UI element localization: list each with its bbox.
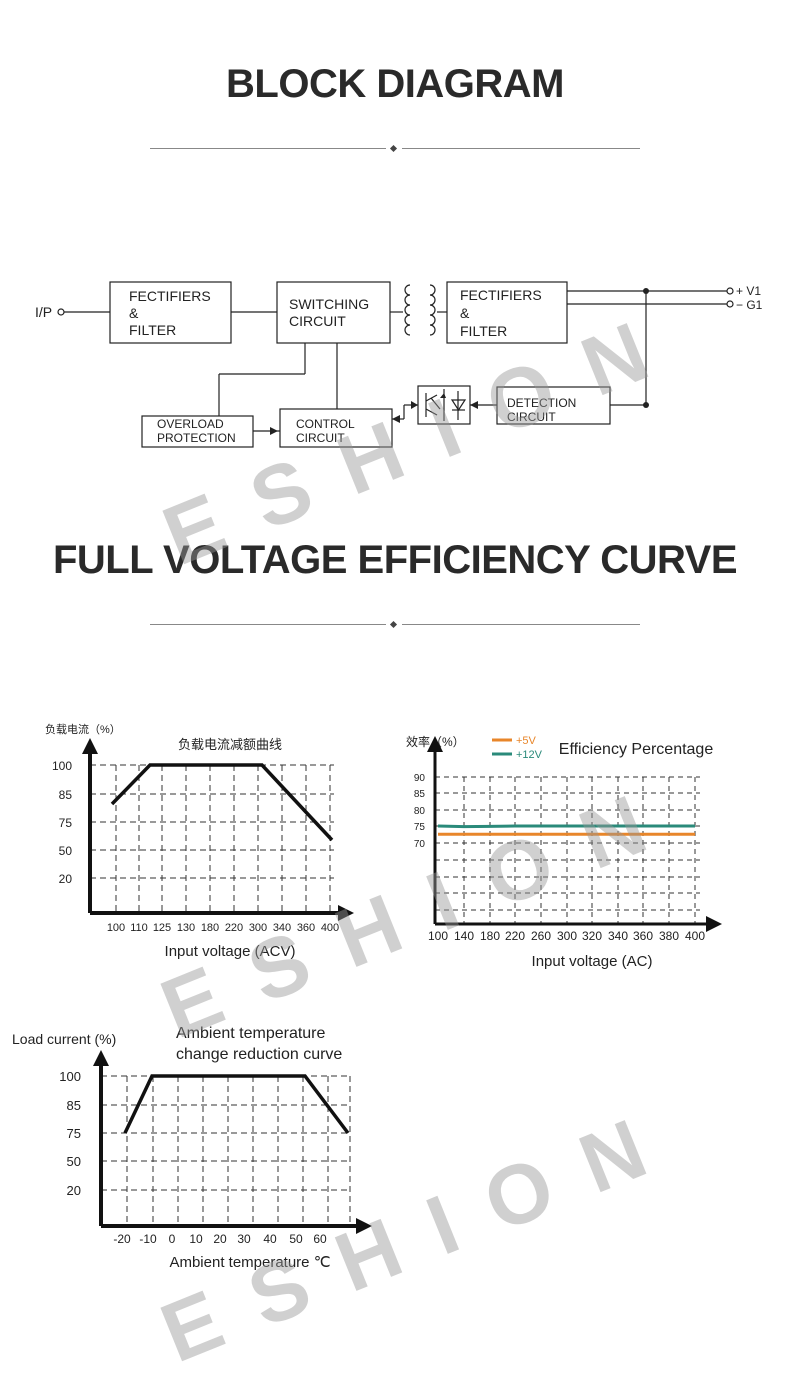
chart-title: 负载电流减额曲线 xyxy=(178,737,282,752)
title-divider xyxy=(150,144,640,153)
block-diagram: I/P FECTIFIERS & FILTER SWITCHING CIRCUI… xyxy=(35,281,763,448)
y-tick-label: 75 xyxy=(414,822,426,833)
y-tick-label: 80 xyxy=(414,806,426,817)
y-axis-label: Load current (%) xyxy=(12,1031,116,1047)
x-tick-label: 180 xyxy=(201,922,219,934)
y-tick-label: 85 xyxy=(67,1098,81,1113)
switching-line2: CIRCUIT xyxy=(289,313,346,329)
output-g1-label: − G1 xyxy=(736,298,763,312)
x-tick-label: -10 xyxy=(139,1232,157,1246)
efficiency-chart: 效率（%） Efficiency Percentage +5V +12V 90 85 80 7… xyxy=(406,734,722,970)
block-diagram-title: BLOCK DIAGRAM xyxy=(226,62,564,106)
y-tick-label: 50 xyxy=(59,844,73,858)
x-tick-label: 100 xyxy=(107,922,125,934)
x-tick-label: 340 xyxy=(273,922,291,934)
x-tick-label: 110 xyxy=(130,922,148,934)
x-tick-label: 360 xyxy=(633,929,653,943)
y-axis-label: 负载电流（%） xyxy=(45,722,121,736)
x-axis-arrow xyxy=(356,1218,372,1234)
x-tick-label: 140 xyxy=(454,929,474,943)
switching-line1: SWITCHING xyxy=(289,296,369,312)
x-tick-label: 10 xyxy=(189,1232,203,1246)
x-tick-label: 0 xyxy=(169,1232,176,1246)
y-tick-label: 100 xyxy=(59,1069,81,1084)
x-tick-label: 340 xyxy=(608,929,628,943)
rectifier-in-line2: & xyxy=(129,305,139,321)
x-axis-arrow xyxy=(706,916,722,932)
x-tick-label: 380 xyxy=(659,929,679,943)
y-tick-label: 75 xyxy=(59,816,73,830)
chart-title: Efficiency Percentage xyxy=(559,741,714,758)
load-derating-voltage-chart: 负载电流（%） 负载电流减额曲线 100 85 75 50 20 100 110 125 130 18… xyxy=(45,722,354,960)
detection-line1: DETECTION xyxy=(507,396,576,410)
y-axis-arrow xyxy=(93,1050,109,1066)
control-circuit-box xyxy=(279,408,393,448)
x-tick-label: 300 xyxy=(249,922,267,934)
x-tick-label: 400 xyxy=(685,929,705,943)
rectifier-out-line3: FILTER xyxy=(460,323,507,339)
x-axis-label: Input voltage (ACV) xyxy=(165,943,296,960)
legend-label: +5V xyxy=(516,735,537,747)
y-axis-label: 效率（%） xyxy=(406,734,465,749)
x-tick-label: -20 xyxy=(113,1232,131,1246)
derating-curve xyxy=(110,763,334,842)
x-tick-label: 220 xyxy=(505,929,525,943)
x-tick-label: 20 xyxy=(213,1232,227,1246)
legend-label: +12V xyxy=(516,749,543,761)
x-tick-label: 125 xyxy=(153,922,171,934)
x-axis-label: Ambient temperature ℃ xyxy=(169,1254,330,1271)
x-tick-label: 100 xyxy=(428,929,448,943)
x-axis-arrow xyxy=(338,905,354,921)
y-axis-arrow xyxy=(427,736,443,752)
x-tick-label: 50 xyxy=(289,1232,303,1246)
chart-title-line1: Ambient temperature xyxy=(176,1025,326,1042)
x-tick-label: 40 xyxy=(263,1232,277,1246)
x-tick-label: 320 xyxy=(582,929,602,943)
x-tick-label: 30 xyxy=(237,1232,251,1246)
x-tick-label: 400 xyxy=(321,922,339,934)
series-line-12v xyxy=(437,824,695,829)
overload-line1: OVERLOAD xyxy=(157,417,224,431)
control-line2: CIRCUIT xyxy=(296,431,345,445)
detection-line2: CIRCUIT xyxy=(507,410,556,424)
x-tick-label: 360 xyxy=(297,922,315,934)
x-tick-label: 220 xyxy=(225,922,243,934)
y-tick-label: 75 xyxy=(67,1126,81,1141)
y-tick-label: 50 xyxy=(67,1154,81,1169)
control-line1: CONTROL xyxy=(296,417,355,431)
rectifier-out-line1: FECTIFIERS xyxy=(460,287,542,303)
title-divider xyxy=(150,620,640,629)
output-v1-label: + V1 xyxy=(736,284,761,298)
x-tick-label: 130 xyxy=(177,922,195,934)
overload-line2: PROTECTION xyxy=(157,431,236,445)
input-label: I/P xyxy=(35,304,52,320)
rectifier-in-line1: FECTIFIERS xyxy=(129,288,211,304)
temperature-derating-chart: Load current (%) Ambient temperature chang… xyxy=(12,1025,372,1271)
x-tick-label: 300 xyxy=(557,929,577,943)
y-tick-label: 70 xyxy=(414,839,426,850)
chart-title-line2: change reduction curve xyxy=(176,1046,342,1063)
derating-curve xyxy=(123,1074,350,1135)
x-axis-label: Input voltage (AC) xyxy=(532,953,653,970)
x-tick-label: 60 xyxy=(313,1232,327,1246)
efficiency-curve-title: FULL VOLTAGE EFFICIENCY CURVE xyxy=(52,538,738,582)
y-tick-label: 100 xyxy=(52,759,72,773)
y-tick-label: 85 xyxy=(59,788,73,802)
x-tick-label: 260 xyxy=(531,929,551,943)
rectifier-out-line2: & xyxy=(460,305,470,321)
y-tick-label: 85 xyxy=(414,789,426,800)
rectifier-in-line3: FILTER xyxy=(129,322,176,338)
y-tick-label: 90 xyxy=(414,773,426,784)
y-tick-label: 20 xyxy=(67,1183,81,1198)
y-axis-arrow xyxy=(82,738,98,754)
x-tick-label: 180 xyxy=(480,929,500,943)
y-tick-label: 20 xyxy=(59,872,73,886)
